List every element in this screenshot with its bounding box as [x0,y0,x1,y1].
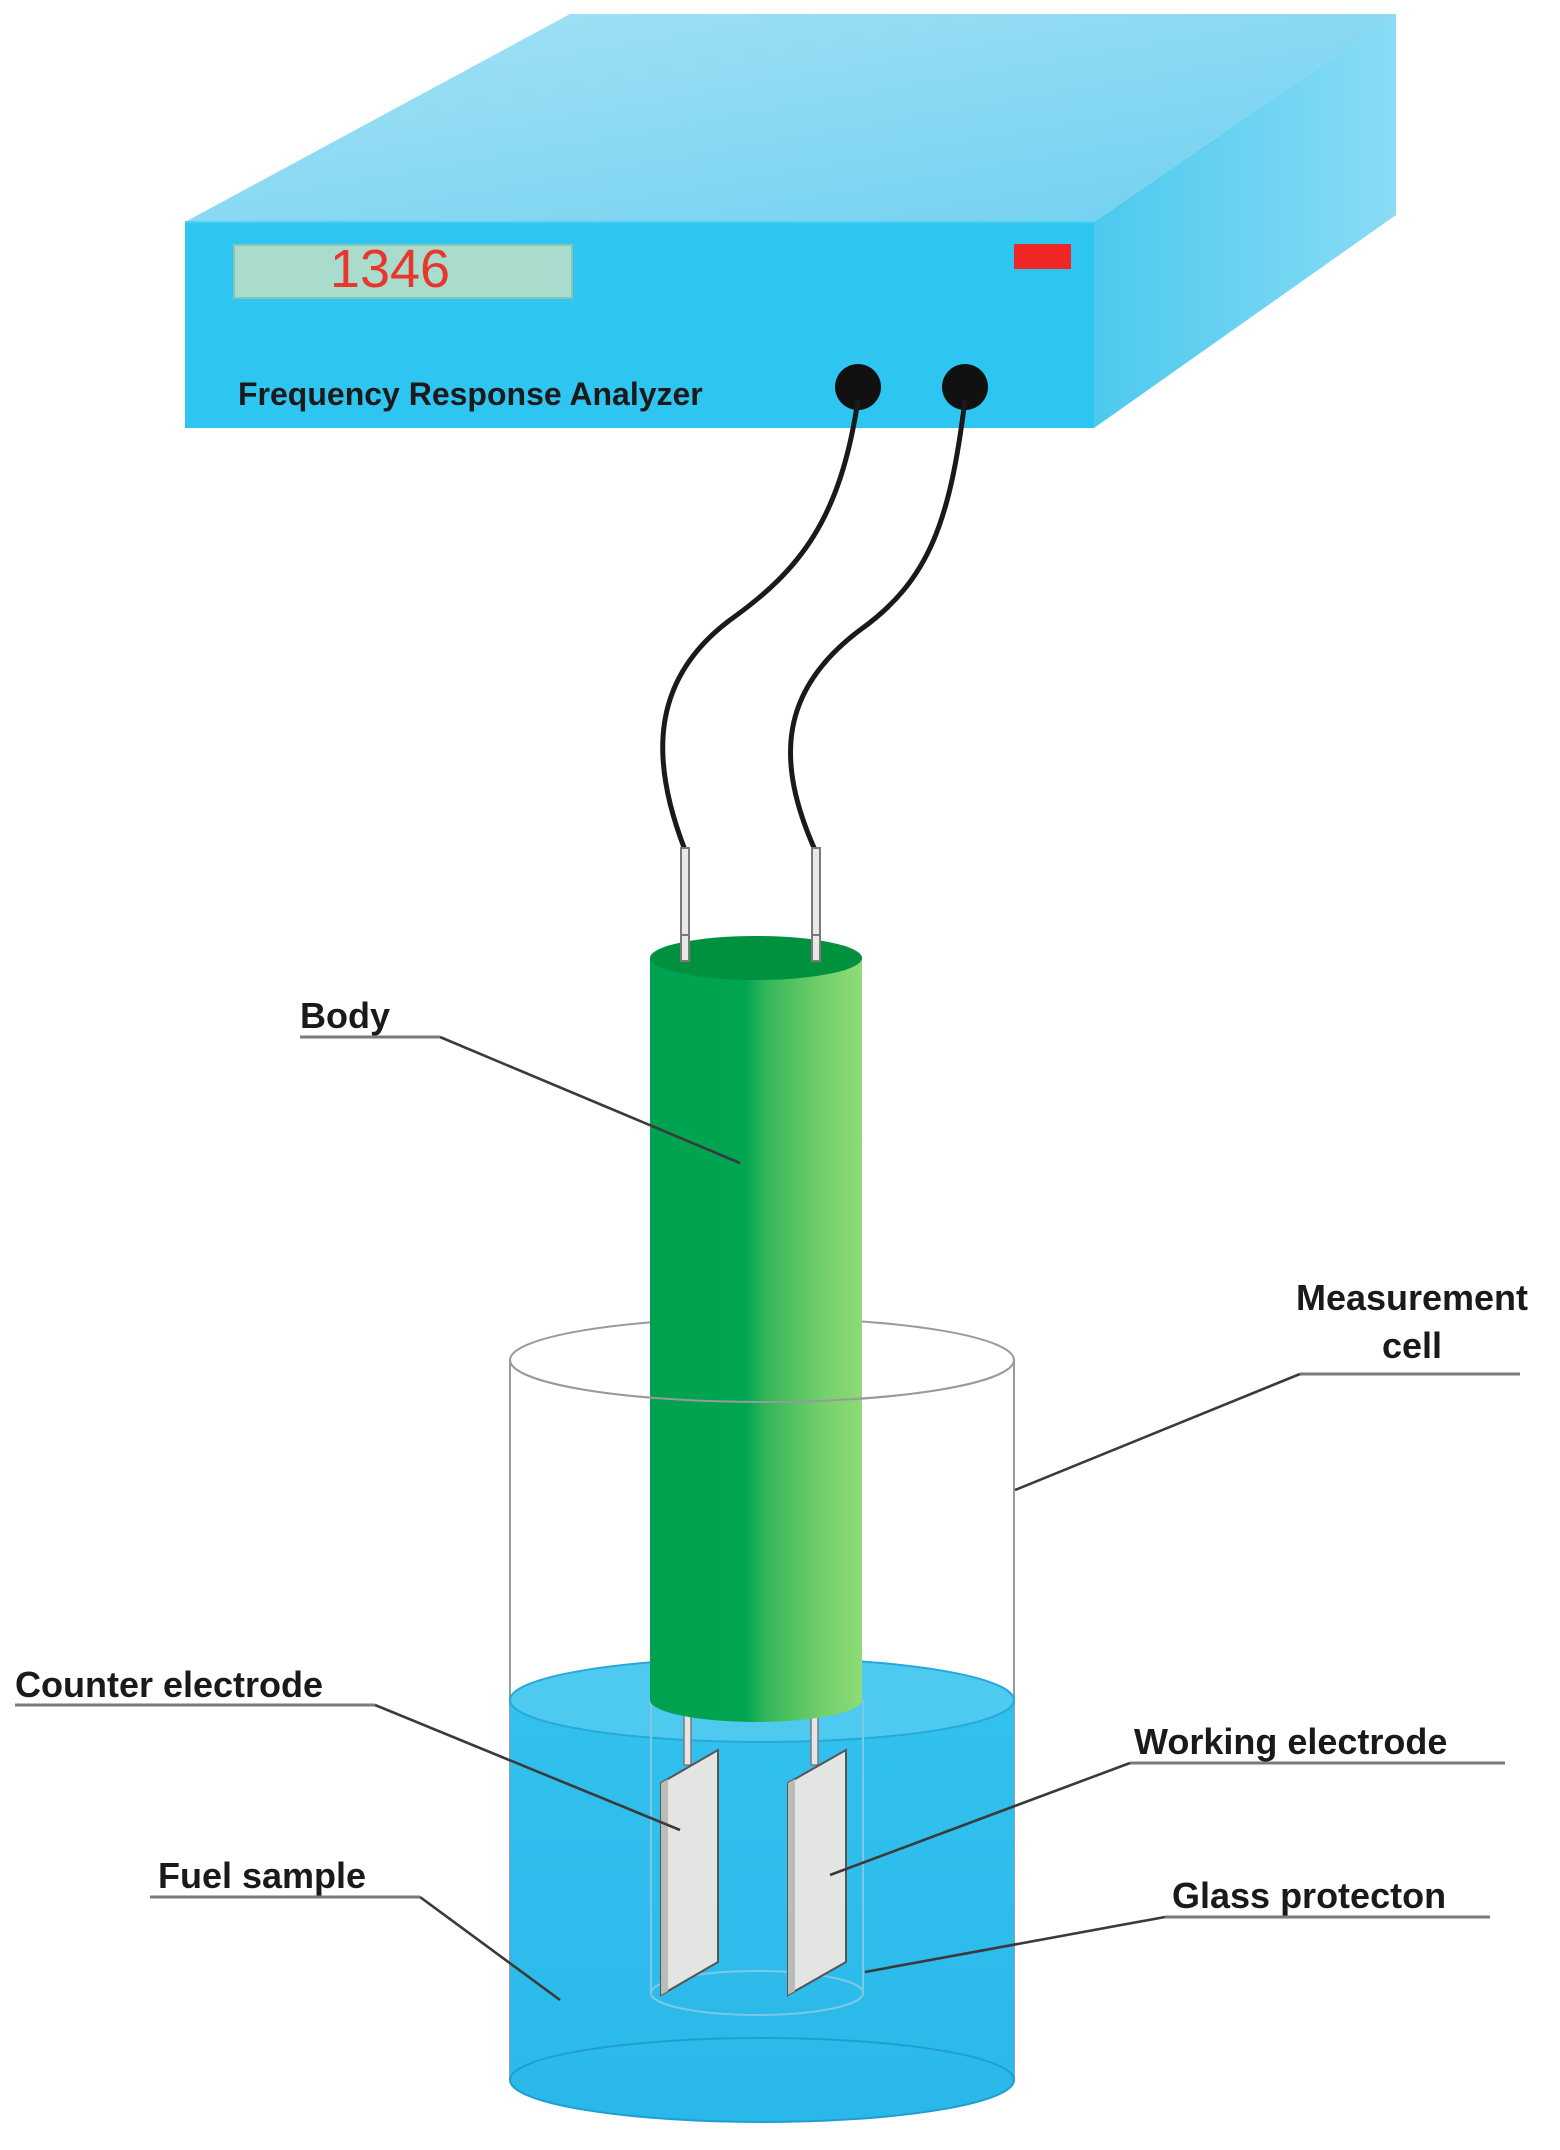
label-working-electrode: Working electrode [1134,1721,1447,1762]
status-indicator [1014,244,1071,269]
label-glass-protection: Glass protecton [1172,1875,1446,1916]
connector-jack-right[interactable] [942,364,988,410]
frequency-response-analyzer: 1346 Frequency Response Analyzer [185,14,1396,428]
probe-body-top [650,936,862,980]
label-body: Body [300,995,390,1036]
cables [660,399,968,959]
leader-lines [15,1035,1520,2002]
counter-electrode-plate [660,1748,719,1997]
label-measurement-cell-line1: Measurement [1296,1277,1528,1318]
label-fuel-sample: Fuel sample [158,1855,366,1896]
cable-left [660,399,861,851]
analyzer-side-face [1094,14,1396,428]
cable-right [788,399,968,852]
analyzer-label: Frequency Response Analyzer [238,376,703,412]
glass-protection-tube [650,1700,864,2016]
analyzer-top-face [185,14,1396,222]
label-counter-electrode: Counter electrode [15,1664,323,1705]
connector-jack-left[interactable] [835,364,881,410]
fuel-sample-liquid [509,1657,1015,2123]
probe-body-cylinder [650,934,862,1722]
analyzer-display [233,244,573,299]
display-readout: 1346 [330,239,450,299]
working-electrode-plate [787,1748,847,1997]
label-measurement-cell-line2: cell [1382,1325,1442,1366]
